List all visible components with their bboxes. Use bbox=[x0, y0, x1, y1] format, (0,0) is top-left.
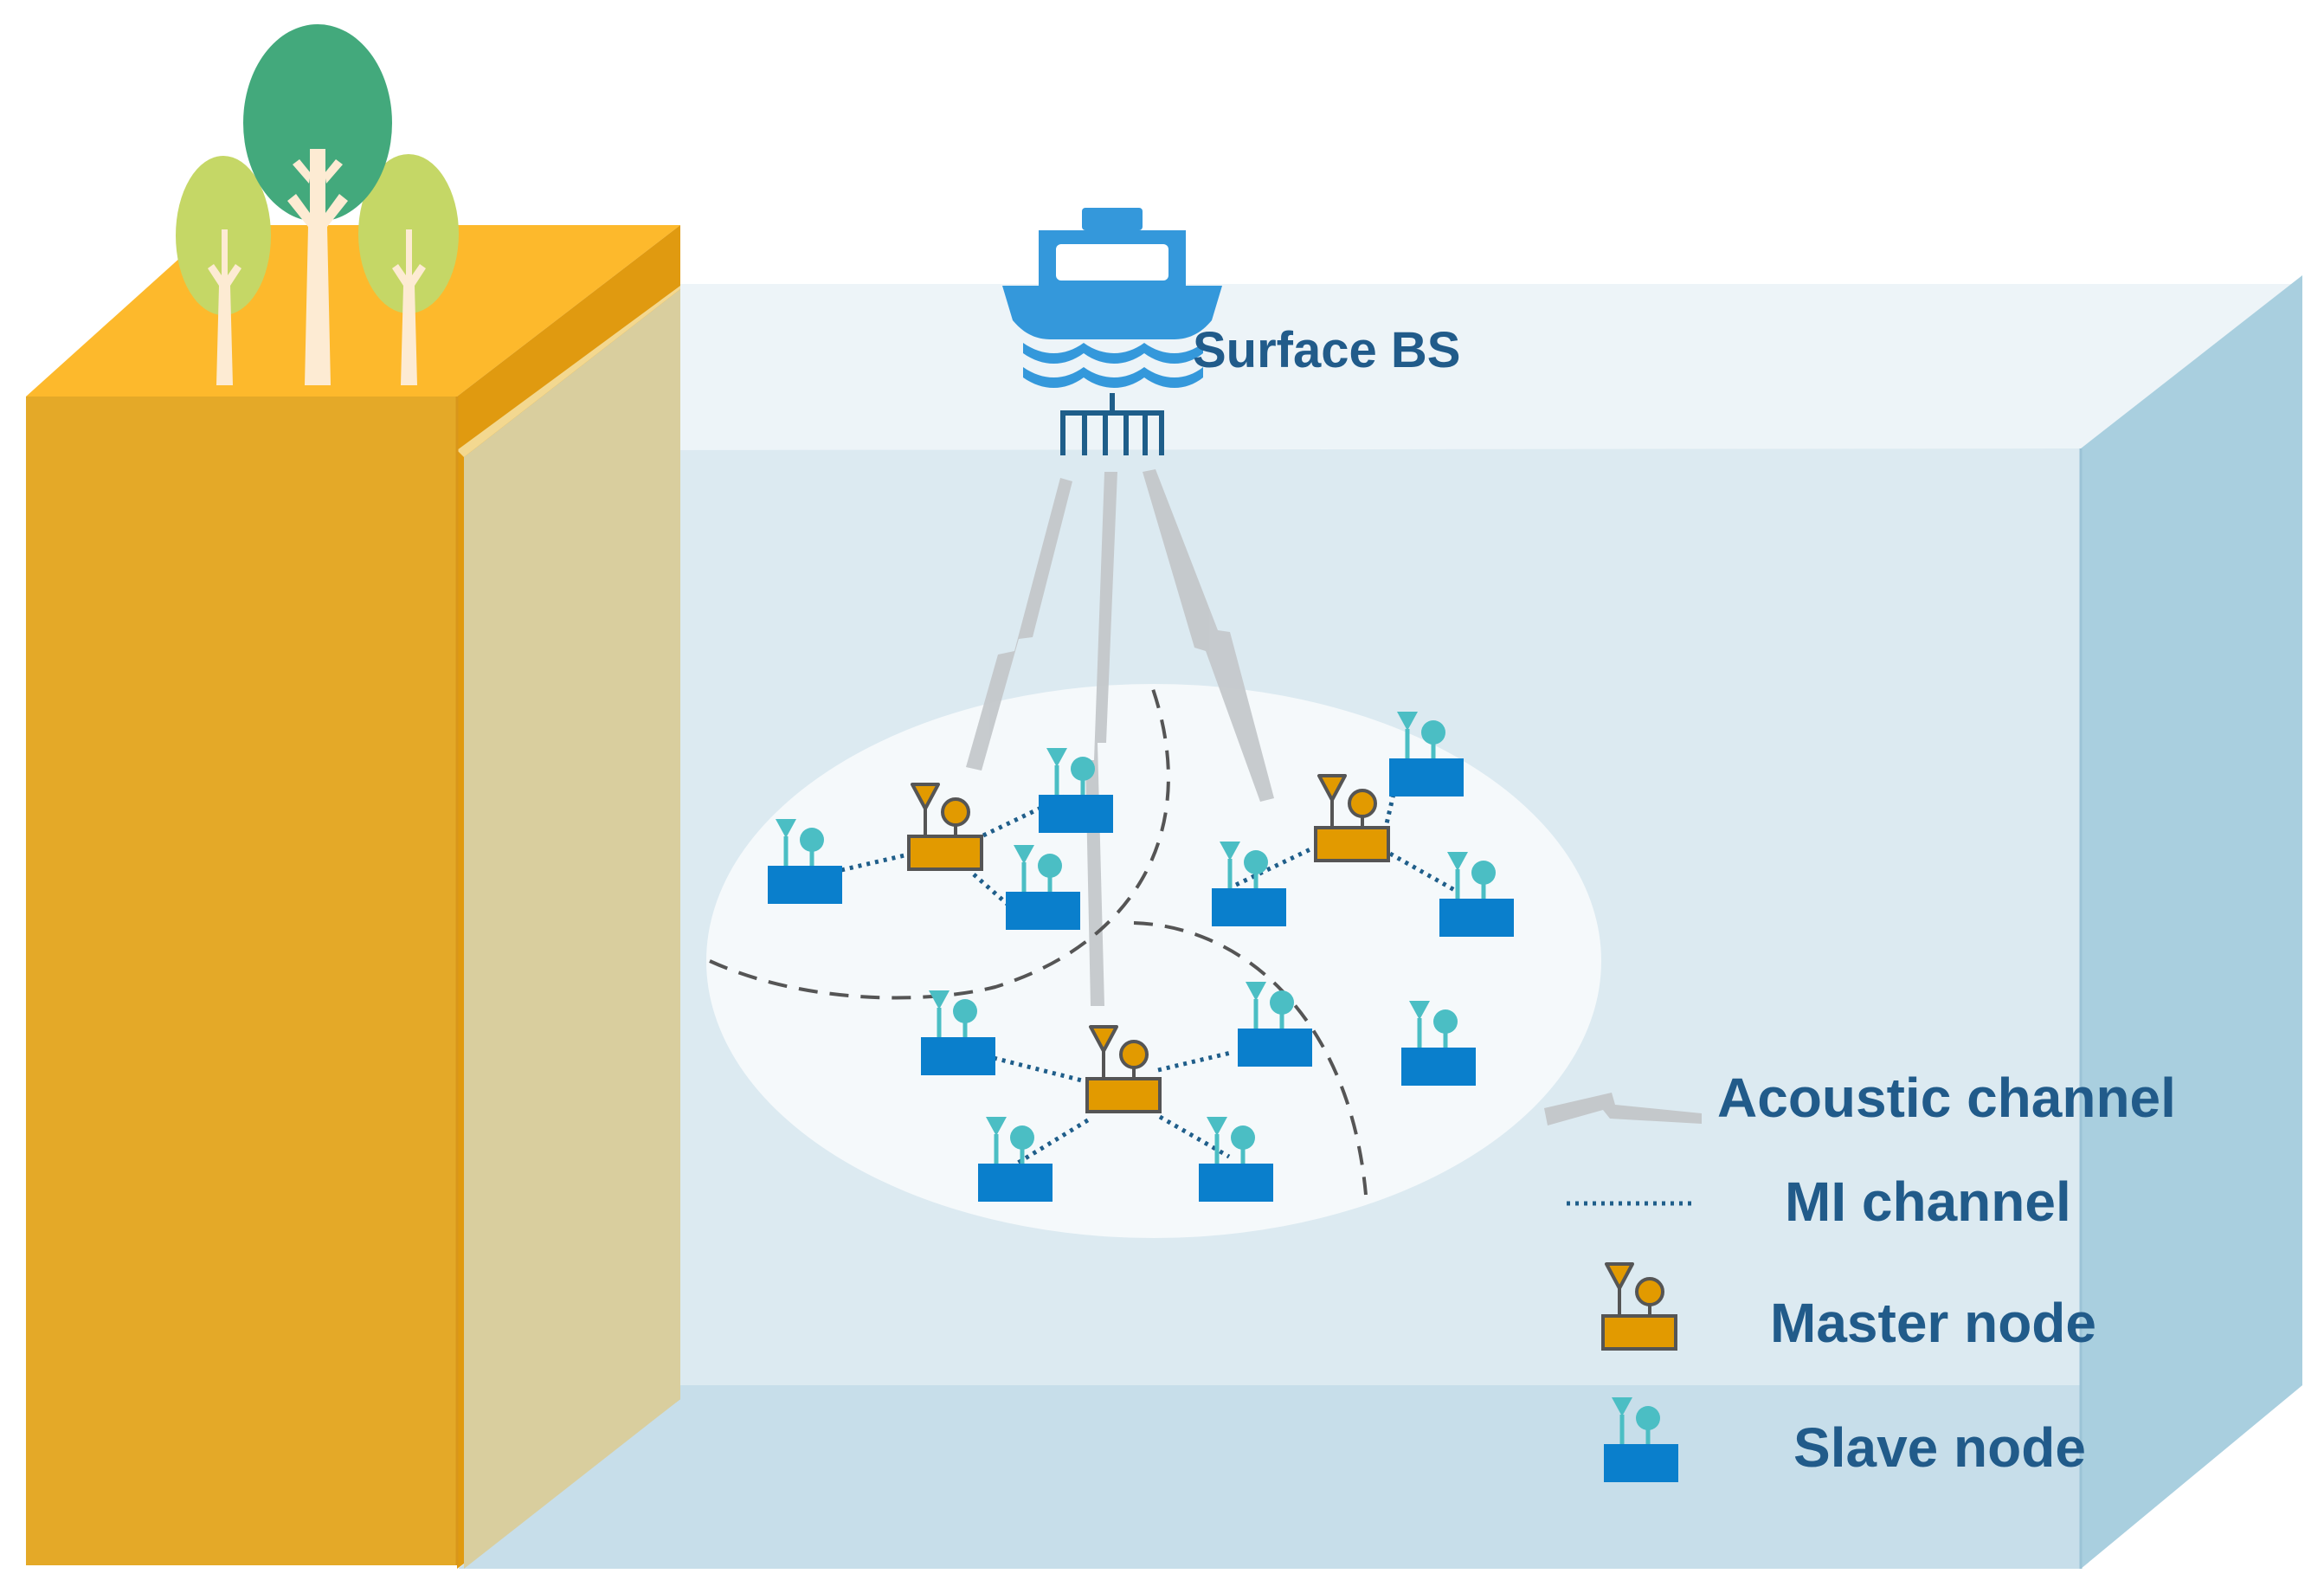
cliff-front bbox=[26, 397, 457, 1565]
legend-master-label: Master node bbox=[1770, 1292, 2096, 1354]
tree-icon bbox=[358, 154, 459, 385]
coastal-cliff bbox=[26, 225, 680, 1569]
acoustic-link-2 bbox=[1085, 472, 1117, 1006]
lightning-link-icon bbox=[1544, 1093, 1702, 1125]
acoustic-link-3 bbox=[1143, 469, 1274, 802]
ship-icon bbox=[1002, 208, 1222, 388]
surface-bs-label: Surface BS bbox=[1193, 322, 1460, 378]
cluster-boundary-1 bbox=[709, 683, 1170, 1000]
legend: Acoustic channel MI channel Master node … bbox=[1544, 1067, 2176, 1482]
legend-slave-label: Slave node bbox=[1793, 1416, 2086, 1479]
water-right-side bbox=[2081, 275, 2302, 1569]
cliff-side-submerged bbox=[464, 289, 680, 1569]
water-surface bbox=[329, 284, 2302, 450]
water-floor bbox=[459, 1385, 2302, 1569]
tree-icon bbox=[176, 156, 271, 385]
antenna-array-icon bbox=[1060, 393, 1164, 455]
cluster-area bbox=[706, 684, 1601, 1238]
acoustic-link-1 bbox=[966, 478, 1072, 771]
tree-icon bbox=[243, 24, 392, 385]
legend-mi-label: MI channel bbox=[1785, 1171, 2071, 1233]
cliff-waterline bbox=[457, 286, 680, 457]
legend-acoustic-label: Acoustic channel bbox=[1717, 1067, 2176, 1129]
acoustic-links bbox=[966, 469, 1274, 1006]
